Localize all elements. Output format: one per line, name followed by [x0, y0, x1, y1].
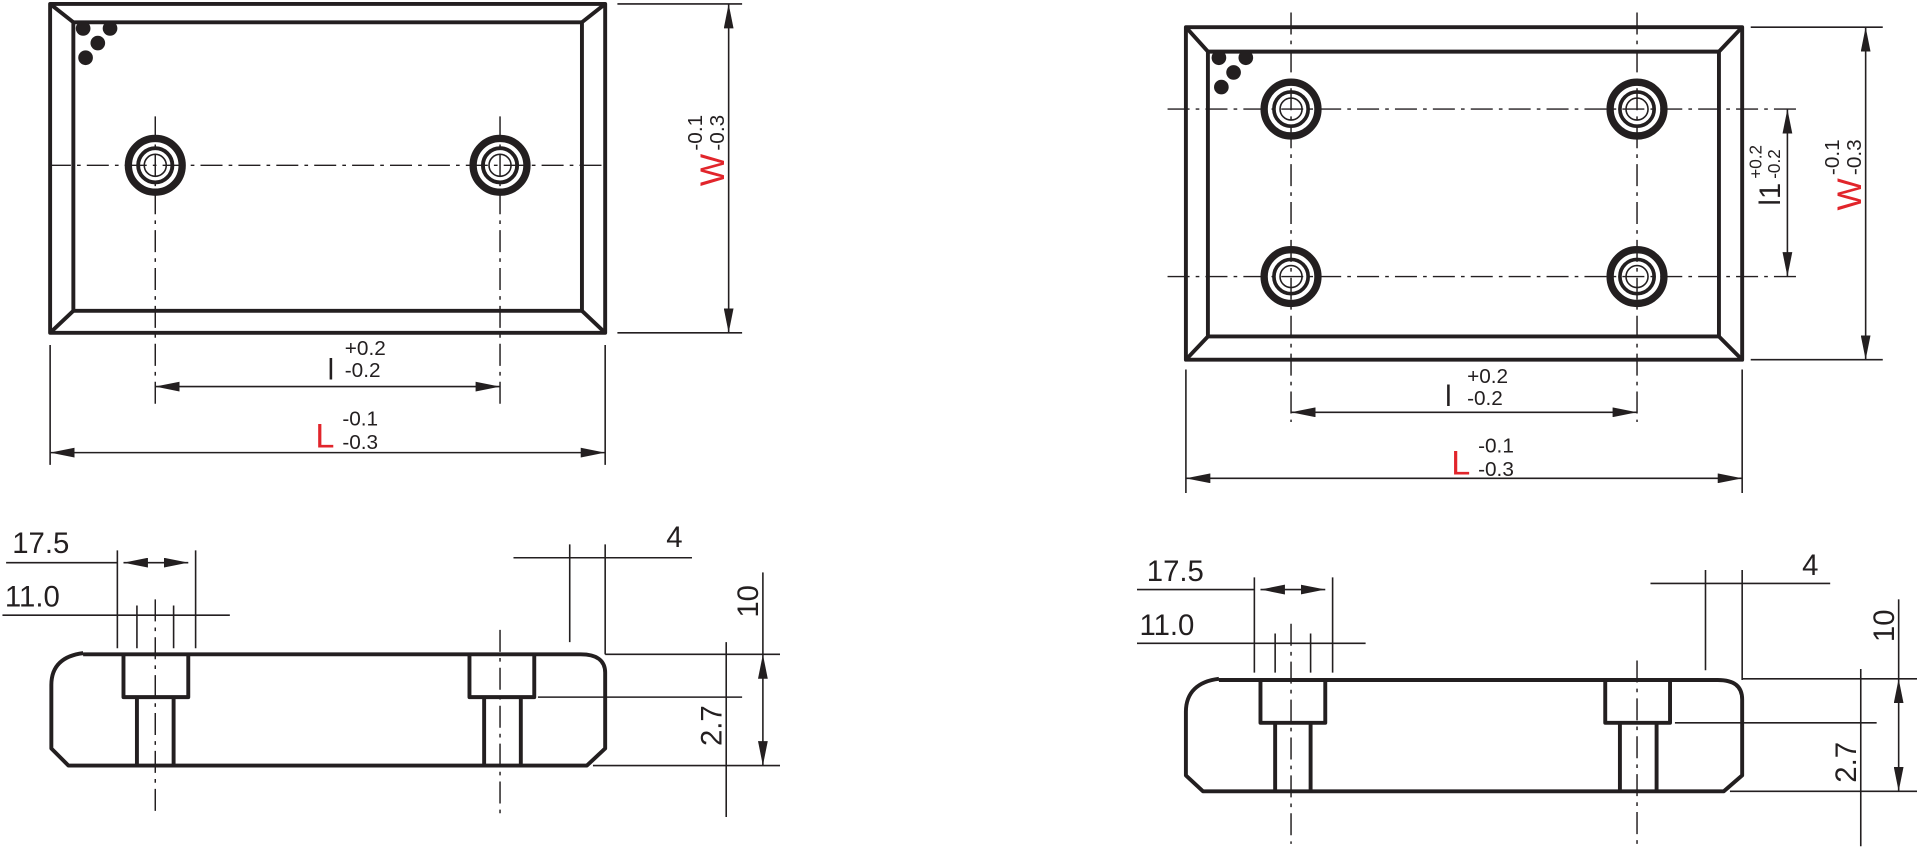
svg-text:-0.2: -0.2	[1765, 149, 1784, 178]
label-l: l	[328, 353, 335, 386]
tol-lower: -0.3	[342, 431, 378, 454]
counterbore	[467, 654, 537, 766]
extension-lines	[49, 345, 606, 465]
extension-lines	[592, 653, 781, 767]
mounting-hole	[1260, 246, 1322, 308]
mounting-hole	[1606, 78, 1668, 140]
extension-lines	[1185, 369, 1743, 493]
dimension-4	[1650, 569, 1831, 681]
mounting-hole	[1260, 78, 1322, 140]
center-lines	[1290, 623, 1638, 844]
dimension-11-0	[1136, 633, 1366, 673]
counterbore	[121, 654, 191, 766]
svg-text:+0.2: +0.2	[1747, 145, 1766, 179]
inner-outline	[71, 20, 584, 313]
label-w: W -0.1 -0.3	[684, 115, 732, 186]
left-side-view: 17.5 11.0 4 10 2.7	[2, 521, 781, 817]
label-4: 4	[1802, 549, 1818, 582]
label-2-7: 2.7	[695, 705, 728, 746]
label-4: 4	[666, 521, 682, 554]
center-lines	[154, 599, 501, 814]
tol-upper: -0.1	[342, 408, 378, 431]
tol-lower: -0.2	[1467, 387, 1503, 410]
tol-upper: -0.1	[1478, 435, 1514, 458]
left-top-view: W -0.1 -0.3 l +0.2 -0.2 L -0.1 -0.3	[48, 1, 743, 465]
right-side-view: 17.5 11.0 4 10 2.7	[1136, 549, 1917, 847]
mounting-holes	[1260, 78, 1668, 308]
outer-outline	[1183, 25, 1745, 362]
outer-outline	[48, 1, 608, 335]
tol-lower: -0.3	[1478, 458, 1514, 481]
label-17-5: 17.5	[12, 527, 69, 560]
tol-upper: +0.2	[345, 337, 386, 360]
label-10: 10	[732, 585, 765, 618]
label-l: l	[1445, 380, 1452, 413]
extension-lines	[1729, 678, 1917, 793]
mounting-hole	[1606, 246, 1668, 308]
label-w: W -0.1 -0.3	[1821, 139, 1869, 210]
mounting-hole	[124, 134, 186, 196]
label-11-0: 11.0	[1139, 609, 1194, 642]
tol-upper: +0.2	[1467, 365, 1508, 388]
marking-dots-icon	[75, 21, 118, 66]
label-L: L	[315, 418, 334, 456]
marking-dots-icon	[1211, 50, 1254, 95]
extension-lines	[1136, 577, 1334, 673]
counterbore	[1258, 680, 1328, 792]
svg-text:l1: l1	[1754, 183, 1787, 206]
bevel-lines	[48, 2, 607, 335]
svg-text:-0.3: -0.3	[706, 115, 729, 151]
dimension-11-0	[2, 605, 230, 649]
label-17-5: 17.5	[1147, 555, 1204, 588]
inner-outline	[1205, 49, 1721, 339]
svg-text:-0.1: -0.1	[684, 115, 707, 151]
svg-text:W: W	[1831, 178, 1869, 211]
label-L: L	[1451, 445, 1470, 483]
label-l1: l1 +0.2 -0.2	[1747, 145, 1787, 206]
body-outline	[49, 651, 608, 768]
body-outline	[1183, 676, 1745, 794]
label-2-7: 2.7	[1830, 742, 1863, 783]
svg-text:-0.3: -0.3	[1843, 139, 1866, 175]
extension-lines	[617, 3, 743, 334]
tol-lower: -0.2	[345, 359, 381, 382]
counterbore	[1603, 680, 1672, 792]
dimension-4	[513, 544, 692, 655]
svg-text:W: W	[694, 153, 732, 186]
mounting-hole	[469, 134, 531, 196]
bevel-lines	[1184, 25, 1744, 362]
extension-lines	[6, 550, 197, 649]
label-10: 10	[1868, 609, 1901, 642]
extension-lines	[1750, 26, 1883, 361]
right-top-view: l1 +0.2 -0.2 W -0.1 -0.3 l +0.2 -0.2 L -…	[1167, 12, 1883, 493]
svg-text:-0.1: -0.1	[1821, 139, 1844, 175]
label-11-0: 11.0	[5, 581, 60, 614]
center-lines	[1167, 12, 1798, 423]
center-lines	[48, 116, 607, 404]
